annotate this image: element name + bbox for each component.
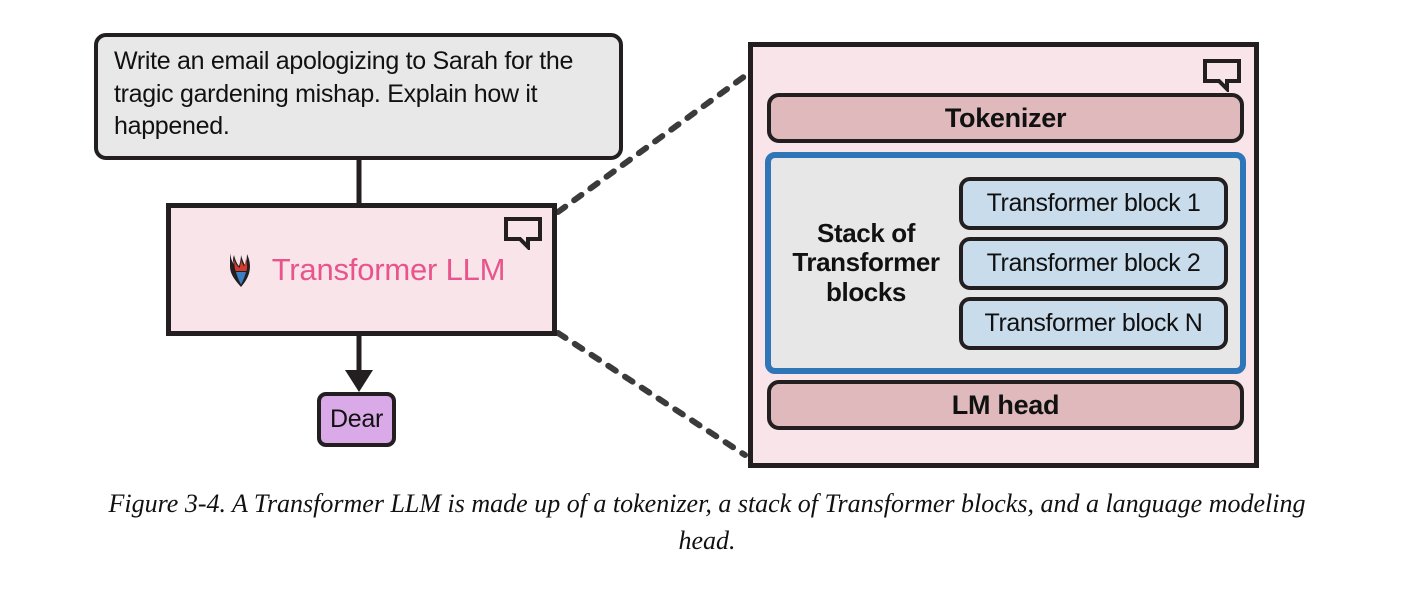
output-token-label: Dear bbox=[330, 405, 383, 433]
stack-caption: Stack of Transformer blocks bbox=[771, 219, 959, 306]
transformer-llm-content: Transformer LLM bbox=[226, 251, 506, 289]
zoom-dashed-line-bottom bbox=[555, 330, 748, 458]
transformer-stack-box: Stack of Transformer blocks Transformer … bbox=[765, 152, 1246, 374]
lm-head-label: LM head bbox=[951, 389, 1060, 420]
tokenizer-box: Tokenizer bbox=[767, 93, 1244, 143]
transformer-block-1-label: Transformer block 1 bbox=[986, 188, 1201, 217]
stack-caption-line-3: blocks bbox=[826, 276, 906, 307]
transformer-llm-label: Transformer LLM bbox=[271, 251, 506, 287]
transformer-llm-box: Transformer LLM bbox=[166, 203, 557, 336]
transformer-block-2-label: Transformer block 2 bbox=[986, 248, 1201, 277]
transformer-block-n: Transformer block N bbox=[959, 296, 1228, 350]
stack-caption-line-2: Transformer bbox=[792, 247, 940, 278]
output-token-box: Dear bbox=[317, 392, 396, 447]
prompt-text: Write an email apologizing to Sarah for … bbox=[114, 47, 574, 140]
transformer-block-1: Transformer block 1 bbox=[959, 176, 1228, 230]
speech-bubble-icon bbox=[1202, 58, 1242, 94]
speech-bubble-icon bbox=[503, 216, 543, 252]
llm-internals-panel: Tokenizer Stack of Transformer blocks Tr… bbox=[748, 42, 1259, 468]
transformer-block-2: Transformer block 2 bbox=[959, 236, 1228, 290]
lm-head-box: LM head bbox=[767, 380, 1244, 430]
prompt-box: Write an email apologizing to Sarah for … bbox=[94, 33, 623, 160]
transformer-block-n-label: Transformer block N bbox=[984, 308, 1203, 337]
figure-caption: Figure 3-4. A Transformer LLM is made up… bbox=[108, 489, 1306, 555]
tokenizer-label: Tokenizer bbox=[944, 102, 1067, 133]
huggingface-flame-icon bbox=[226, 251, 256, 289]
stack-caption-line-1: Stack of bbox=[817, 218, 915, 249]
transformer-blocks-list: Transformer block 1 Transformer block 2 … bbox=[959, 176, 1240, 350]
llm-to-token-arrowhead bbox=[345, 370, 373, 392]
